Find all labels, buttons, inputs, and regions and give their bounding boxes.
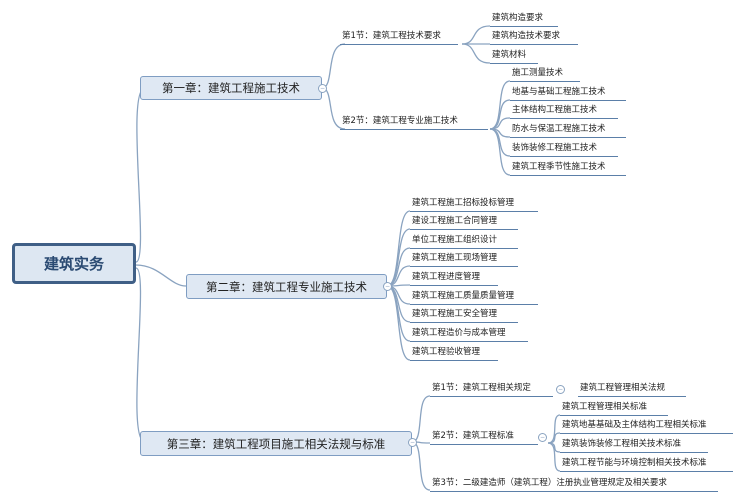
leaf-node[interactable]: 施工测量技术 [510, 67, 580, 82]
leaf-node[interactable]: 建筑材料 [490, 49, 538, 64]
leaf-node[interactable]: 主体结构工程施工技术 [510, 104, 618, 119]
section-node[interactable]: 第1节：建筑工程技术要求 [340, 30, 458, 45]
leaf-node[interactable]: 建筑构造技术要求 [490, 30, 578, 45]
leaf-node[interactable]: 建筑构造要求 [490, 12, 558, 27]
leaf-node[interactable]: 建筑工程季节性施工技术 [510, 161, 626, 176]
leaf-node[interactable]: 防水与保温工程施工技术 [510, 123, 626, 138]
chapter-2-node[interactable]: 第二章：建筑工程专业施工技术 [186, 274, 387, 299]
leaf-node[interactable]: 建筑工程施工招标投标管理 [410, 197, 538, 212]
section-node[interactable]: 第1节：建筑工程相关规定 [430, 382, 553, 397]
leaf-node[interactable]: 装饰装修工程施工技术 [510, 142, 618, 157]
leaf-node[interactable]: 建筑工程进度管理 [410, 271, 498, 286]
collapse-icon[interactable]: − [556, 385, 565, 394]
leaf-node[interactable]: 建筑工程施工质量质量管理 [410, 290, 538, 305]
leaf-node[interactable]: 建筑地基基础及主体结构工程相关标准 [560, 419, 733, 434]
leaf-node[interactable]: 单位工程施工组织设计 [410, 234, 518, 249]
leaf-node[interactable]: 建筑工程管理相关标准 [560, 401, 668, 416]
collapse-icon[interactable]: − [408, 438, 417, 447]
leaf-node[interactable]: 建筑工程施工安全管理 [410, 308, 518, 323]
leaf-node[interactable]: 建设工程施工合同管理 [410, 215, 518, 230]
collapse-icon[interactable]: − [538, 433, 547, 442]
leaf-node[interactable]: 建筑工程施工现场管理 [410, 252, 518, 267]
section-node[interactable]: 第2节：建筑工程标准 [430, 430, 538, 445]
leaf-node[interactable]: 建筑工程节能与环境控制相关技术标准 [560, 457, 733, 472]
collapse-icon[interactable]: − [318, 84, 327, 93]
leaf-node[interactable]: 建筑工程验收管理 [410, 346, 498, 361]
leaf-node[interactable]: 地基与基础工程施工技术 [510, 86, 626, 101]
leaf-node[interactable]: 建筑工程造价与成本管理 [410, 327, 528, 342]
chapter-1-node[interactable]: 第一章：建筑工程施工技术 [140, 76, 322, 100]
leaf-node[interactable]: 建筑装饰装修工程相关技术标准 [560, 438, 708, 453]
chapter-3-node[interactable]: 第三章：建筑工程项目施工相关法规与标准 [140, 431, 412, 456]
root-node[interactable]: 建筑实务 [12, 243, 136, 284]
section-node[interactable]: 第3节：二级建造师（建筑工程）注册执业管理规定及相关要求 [430, 477, 718, 492]
section-node[interactable]: 第2节：建筑工程专业施工技术 [340, 115, 488, 130]
leaf-node[interactable]: 建筑工程管理相关法规 [578, 382, 686, 397]
collapse-icon[interactable]: − [383, 282, 392, 291]
